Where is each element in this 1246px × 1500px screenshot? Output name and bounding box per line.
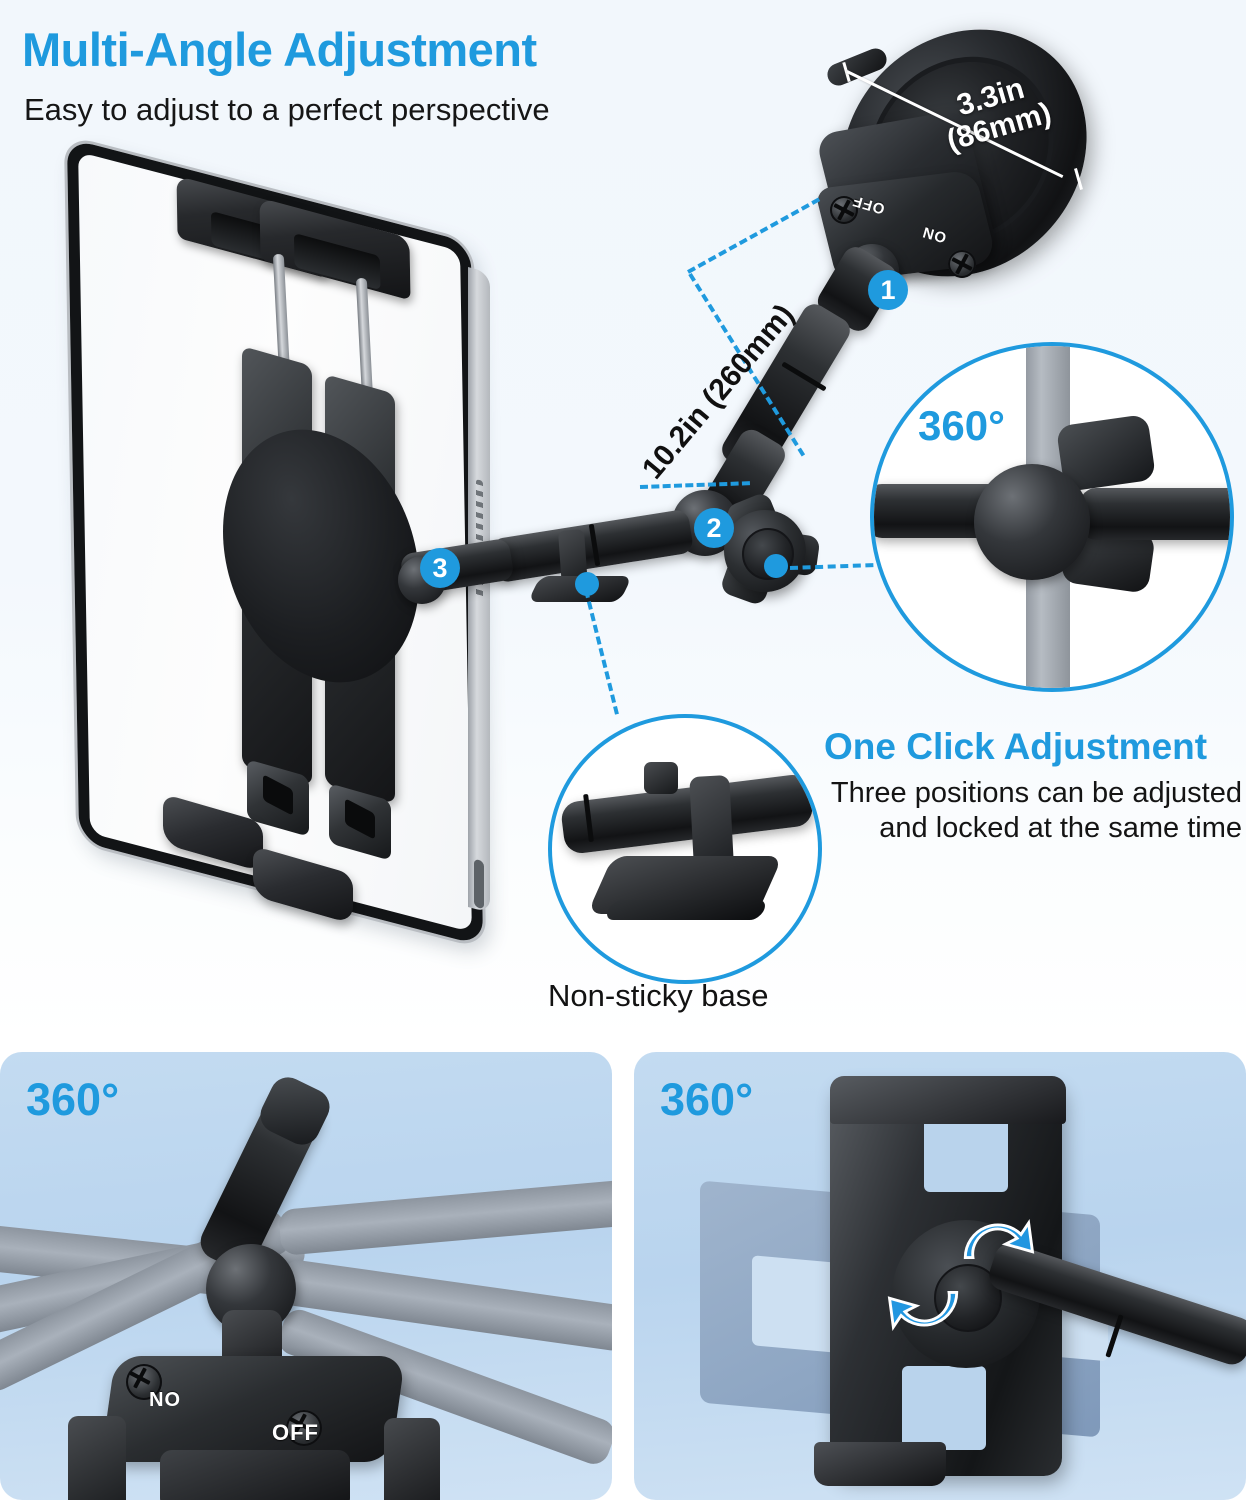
bottom-left-rotation-label: 360° (26, 1074, 120, 1125)
leader-dot-foot (575, 572, 599, 596)
bottom-left-body (160, 1450, 350, 1500)
lever-screw-left (830, 196, 858, 224)
bottom-right-rotation-label: 360° (660, 1074, 754, 1125)
lever-screw-right (948, 250, 976, 278)
feature-title: One Click Adjustment (824, 726, 1208, 767)
rotation-callout-label: 360° (918, 402, 1005, 449)
rotation-callout: 360° (870, 342, 1234, 692)
callout-arm-right (1080, 488, 1230, 540)
base-callout-pad-shadow (603, 900, 769, 920)
base-callout-arm (559, 772, 815, 856)
feature-desc-line2: and locked at the same time (879, 812, 1242, 845)
bottom-panel-bracket-rotation: 360° (634, 1052, 1246, 1500)
feature-desc-line1: Three positions can be adjusted (830, 777, 1242, 809)
bracket-window-bottom (902, 1366, 986, 1450)
base-callout-tab (644, 762, 678, 794)
bottom-left-screw-left (126, 1364, 162, 1400)
bottom-panel-ball-rotation: 360° ON OFF (0, 1052, 612, 1500)
hero-panel: Multi-Angle Adjustment Easy to adjust to… (0, 0, 1246, 1040)
bracket-top-lip (830, 1076, 1066, 1124)
base-callout (548, 714, 822, 984)
bracket-bottom-lip (814, 1442, 946, 1486)
arm-dimension-dash-upper (687, 197, 821, 274)
callout-ball-joint (974, 464, 1090, 580)
page-subtitle: Easy to adjust to a perfect perspective (24, 92, 550, 127)
rotation-arrow-lower (887, 1291, 959, 1332)
bottom-left-on-label: ON (148, 1387, 180, 1409)
badge-joint-2: 2 (694, 508, 734, 548)
bottom-left-wing-b (384, 1418, 440, 1500)
page-title: Multi-Angle Adjustment (22, 23, 537, 76)
rotation-arrow-upper (963, 1218, 1035, 1259)
ghost-arm-4 (277, 1179, 612, 1256)
bottom-left-screw-right (286, 1410, 322, 1446)
leader-line-to-base-callout (584, 589, 619, 715)
leader-dot-knob (764, 554, 788, 578)
feature-description: Three positions can be adjusted and lock… (806, 776, 1242, 847)
badge-joint-3: 3 (420, 548, 460, 588)
badge-joint-1: 1 (868, 270, 908, 310)
base-callout-caption: Non-sticky base (548, 978, 769, 1013)
mount-arm-assembly: OFF ON 3.3in (86mm) 10.2in (260mm) (0, 0, 1246, 1040)
bottom-left-off-label: OFF (272, 1420, 319, 1445)
bottom-left-wing-a (68, 1416, 126, 1500)
